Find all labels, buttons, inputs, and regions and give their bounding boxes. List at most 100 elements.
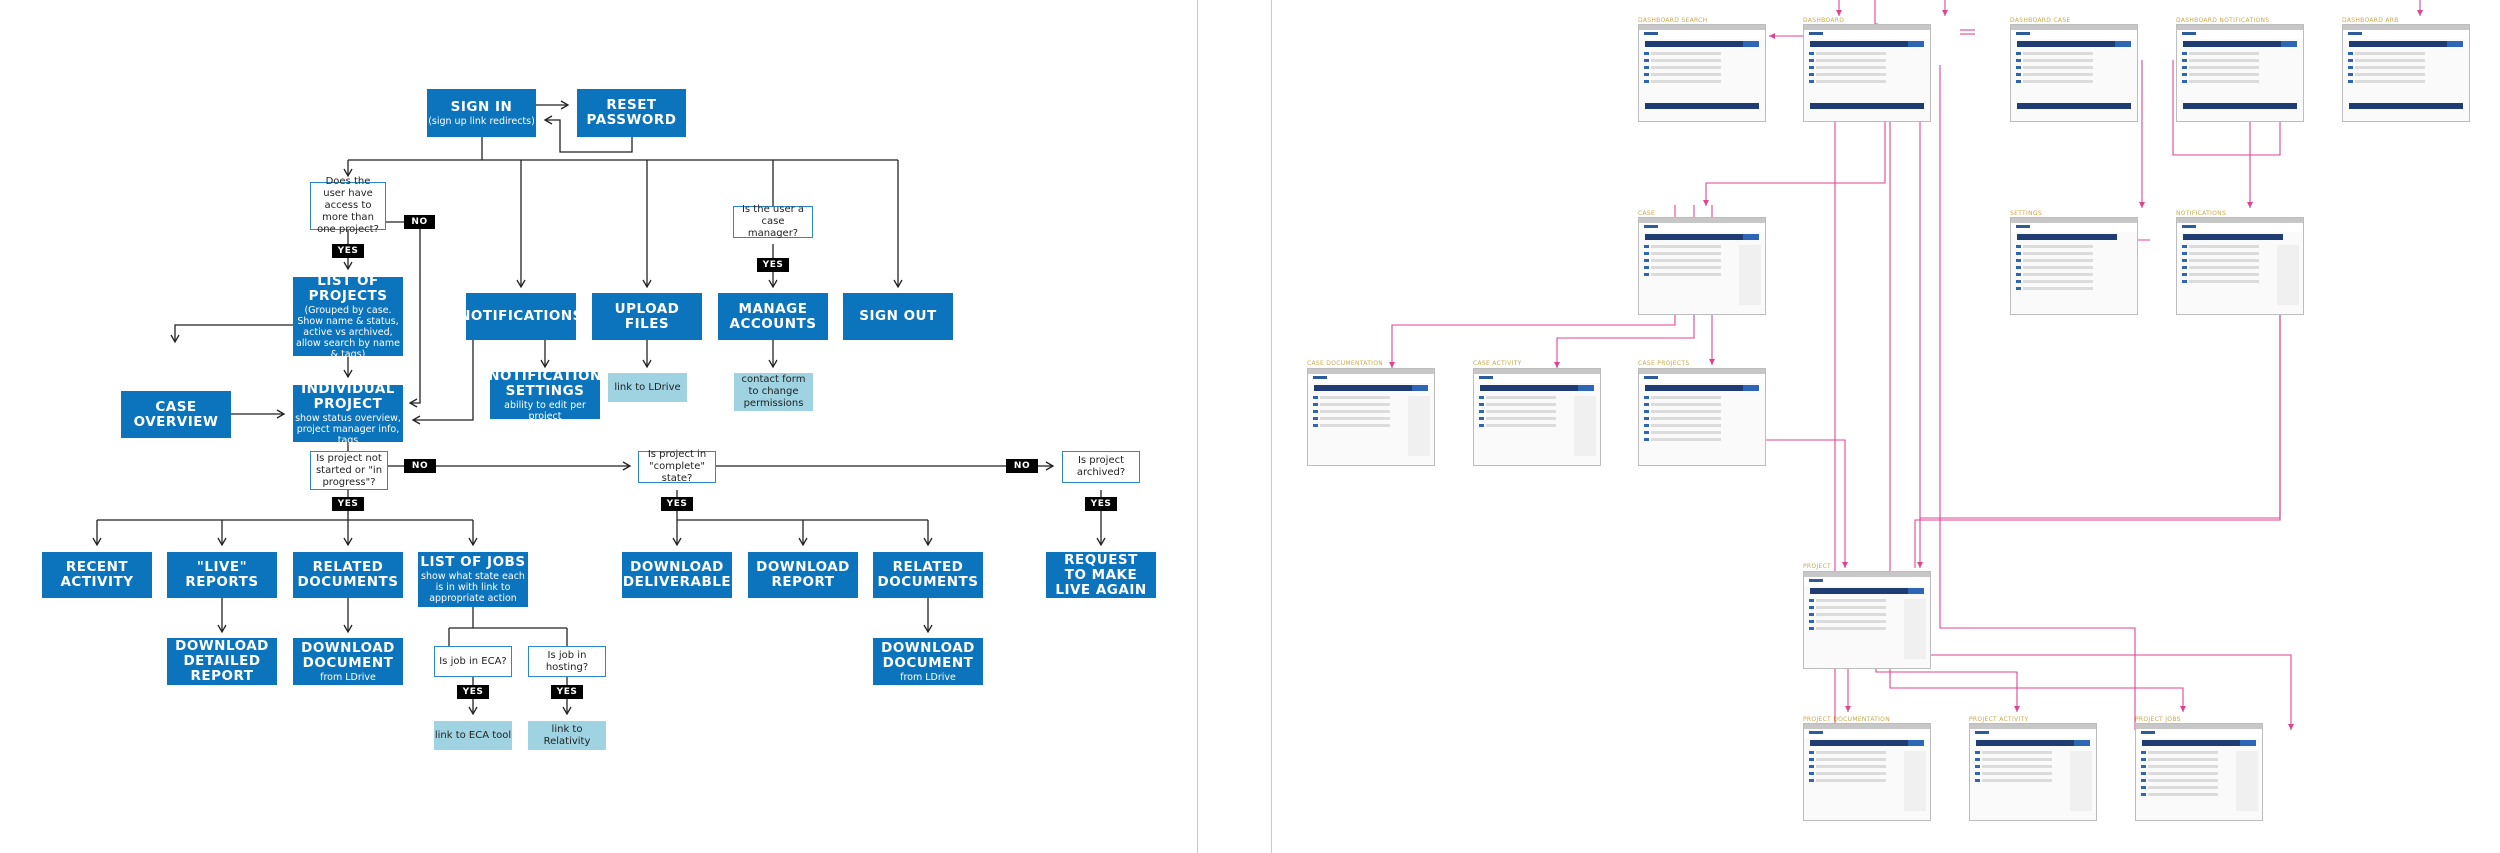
wireframe-thumbnail[interactable] bbox=[1969, 723, 2097, 821]
reset-password-box[interactable]: RESET PASSWORD bbox=[577, 89, 686, 137]
wireframe-thumbnail[interactable] bbox=[2010, 217, 2138, 315]
reset-password-title: RESET PASSWORD bbox=[586, 97, 677, 128]
contact-form-box[interactable]: contact form to change permissions bbox=[734, 373, 813, 411]
download-document-subtitle: from LDrive bbox=[900, 671, 956, 683]
individual-project-box[interactable]: INDIVIDUAL PROJECT show status overview,… bbox=[293, 380, 403, 446]
sign-out-title: SIGN OUT bbox=[859, 308, 937, 324]
wireframe-thumbnail[interactable] bbox=[1803, 24, 1931, 122]
wireframe-label: SETTINGS bbox=[2010, 210, 2042, 217]
wireframe-label: CASE bbox=[1638, 210, 1656, 217]
download-document-box[interactable]: DOWNLOAD DOCUMENT from LDrive bbox=[293, 638, 403, 685]
case-overview-box[interactable]: CASE OVERVIEW bbox=[121, 391, 231, 438]
wireframe-thumbnail[interactable] bbox=[1638, 217, 1766, 315]
list-of-jobs-subtitle: show what state each is in with link to … bbox=[421, 571, 525, 604]
wireframe-thumbnail[interactable] bbox=[1803, 571, 1931, 669]
list-of-projects-box[interactable]: LIST OF PROJECTS (Grouped by case. Show … bbox=[293, 272, 403, 360]
upload-files-box[interactable]: UPLOAD FILES bbox=[592, 293, 702, 340]
notifications-title: NOTIFICATIONS bbox=[459, 308, 583, 324]
yes-tag: YES bbox=[332, 244, 364, 258]
list-of-jobs-box[interactable]: LIST OF JOBS show what state each is in … bbox=[418, 552, 528, 607]
yes-tag: YES bbox=[457, 685, 489, 699]
question-case-manager: Is the user a case manager? bbox=[733, 204, 813, 239]
no-tag: NO bbox=[404, 459, 436, 473]
wireframe-label: CASE PROJECTS bbox=[1638, 360, 1690, 367]
question-archived: Is project archived? bbox=[1062, 451, 1140, 483]
flowchart: SIGN IN (sign up link redirects) RESET P… bbox=[0, 0, 1210, 853]
download-detailed-report-title: DOWNLOAD DETAILED REPORT bbox=[175, 638, 269, 684]
wireframe-thumbnail[interactable] bbox=[1803, 723, 1931, 821]
wireframe-thumbnail[interactable] bbox=[2176, 217, 2304, 315]
download-deliverable-box[interactable]: DOWNLOAD DELIVERABLE bbox=[622, 552, 732, 598]
list-of-jobs-title: LIST OF JOBS bbox=[420, 554, 526, 570]
wireframe-label: PROJECT bbox=[1803, 563, 1832, 570]
wireframe-map: DASHBOARD SEARCH DASHBOARD DASHBOARD CAS… bbox=[1280, 0, 2500, 853]
wireframe-label: PROJECT DOCUMENTATION bbox=[1803, 716, 1890, 723]
notification-settings-title: NOTIFICATION SETTINGS bbox=[488, 368, 602, 399]
download-detailed-report-box[interactable]: DOWNLOAD DETAILED REPORT bbox=[167, 638, 277, 685]
wireframe-label: PROJECT JOBS bbox=[2135, 716, 2181, 723]
wireframe-thumbnail[interactable] bbox=[1473, 368, 1601, 466]
wireframe-thumbnail[interactable] bbox=[2135, 723, 2263, 821]
wireframe-label: PROJECT ACTIVITY bbox=[1969, 716, 2029, 723]
question-eca: Is job in ECA? bbox=[434, 646, 512, 677]
sign-in-title: SIGN IN bbox=[450, 98, 513, 115]
individual-project-subtitle: show status overview, project manager in… bbox=[295, 412, 401, 446]
request-live-again-title: REQUEST TO MAKE LIVE AGAIN bbox=[1055, 551, 1147, 598]
download-report-box[interactable]: DOWNLOAD REPORT bbox=[748, 552, 858, 598]
wireframe-thumbnail[interactable] bbox=[2176, 24, 2304, 122]
wireframe-thumbnail[interactable] bbox=[1307, 368, 1435, 466]
no-tag: NO bbox=[404, 215, 435, 229]
sign-in-box[interactable]: SIGN IN (sign up link redirects) bbox=[427, 89, 536, 137]
wireframe-label: CASE DOCUMENTATION bbox=[1307, 360, 1384, 367]
link-to-eca-tool[interactable]: link to ECA tool bbox=[434, 721, 512, 750]
notification-settings-subtitle: ability to edit per project bbox=[504, 400, 586, 422]
download-deliverable-title: DOWNLOAD DELIVERABLE bbox=[622, 559, 732, 590]
manage-accounts-box[interactable]: MANAGE ACCOUNTS bbox=[718, 293, 828, 340]
divider bbox=[1197, 0, 1198, 853]
yes-tag: YES bbox=[661, 497, 693, 511]
flowchart-connectors bbox=[92, 100, 1106, 716]
wireframe-thumbnail[interactable] bbox=[1638, 368, 1766, 466]
link-to-ldrive[interactable]: link to LDrive bbox=[608, 373, 687, 402]
manage-accounts-title: MANAGE ACCOUNTS bbox=[729, 300, 817, 332]
yes-tag: YES bbox=[551, 685, 583, 699]
download-document-box[interactable]: DOWNLOAD DOCUMENT from LDrive bbox=[873, 638, 983, 685]
sign-out-box[interactable]: SIGN OUT bbox=[843, 293, 953, 340]
related-documents-title: RELATED DOCUMENTS bbox=[877, 559, 979, 590]
wireframe-label: CASE ACTIVITY bbox=[1473, 360, 1522, 367]
question-complete: Is project in "complete" state? bbox=[638, 449, 716, 484]
live-reports-box[interactable]: "LIVE" REPORTS bbox=[167, 552, 277, 598]
question-hosting: Is job in hosting? bbox=[528, 646, 606, 677]
download-document-title: DOWNLOAD DOCUMENT bbox=[881, 639, 975, 671]
yes-tag: YES bbox=[1085, 497, 1117, 511]
request-live-again-box[interactable]: REQUEST TO MAKE LIVE AGAIN bbox=[1046, 552, 1156, 598]
wireframe-thumbnail[interactable] bbox=[2010, 24, 2138, 122]
wireframe-label: DASHBOARD ARB bbox=[2342, 17, 2399, 24]
related-documents-title: RELATED DOCUMENTS bbox=[297, 559, 399, 590]
download-document-title: DOWNLOAD DOCUMENT bbox=[301, 639, 395, 671]
related-documents-box[interactable]: RELATED DOCUMENTS bbox=[873, 552, 983, 598]
link-to-relativity[interactable]: link to Relativity bbox=[528, 721, 606, 750]
sign-in-subtitle: (sign up link redirects) bbox=[428, 115, 535, 127]
wireframe-thumbnail[interactable] bbox=[2342, 24, 2470, 122]
question-not-started: Is project not started or "in progress"? bbox=[310, 451, 388, 490]
list-of-projects-title: LIST OF PROJECTS bbox=[308, 272, 388, 304]
yes-tag: YES bbox=[757, 258, 789, 272]
recent-activity-box[interactable]: RECENT ACTIVITY bbox=[42, 552, 152, 598]
wireframe-label: DASHBOARD NOTIFICATIONS bbox=[2176, 17, 2270, 24]
notifications-box[interactable]: NOTIFICATIONS bbox=[459, 293, 582, 340]
list-of-projects-subtitle: (Grouped by case. Show name & status, ac… bbox=[296, 304, 400, 360]
yes-tag: YES bbox=[332, 497, 364, 511]
wireframe-thumbnail[interactable] bbox=[1638, 24, 1766, 122]
divider bbox=[1271, 0, 1272, 853]
recent-activity-title: RECENT ACTIVITY bbox=[60, 559, 134, 590]
related-documents-box[interactable]: RELATED DOCUMENTS bbox=[293, 552, 403, 598]
individual-project-title: INDIVIDUAL PROJECT bbox=[301, 380, 395, 412]
notification-settings-box[interactable]: NOTIFICATION SETTINGS ability to edit pe… bbox=[488, 368, 602, 423]
live-reports-title: "LIVE" REPORTS bbox=[185, 559, 259, 590]
question-multi-project: Does the user have access to more than o… bbox=[310, 176, 386, 235]
case-overview-title: CASE OVERVIEW bbox=[133, 398, 219, 430]
wireframe-label: DASHBOARD CASE bbox=[2010, 17, 2071, 24]
upload-files-title: UPLOAD FILES bbox=[614, 300, 680, 332]
wireframe-label: DASHBOARD SEARCH bbox=[1638, 17, 1708, 24]
